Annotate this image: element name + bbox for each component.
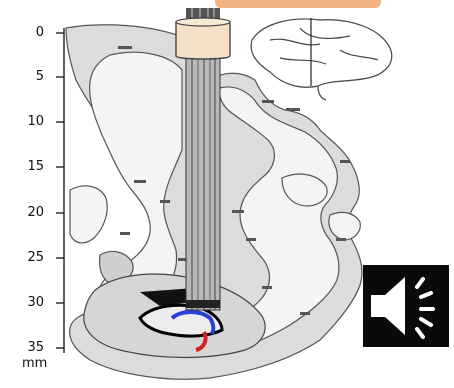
depth-tick-0: 0 <box>4 25 44 40</box>
depth-tick-35: 35 <box>4 340 44 355</box>
depth-tick-25: 25 <box>4 250 44 265</box>
audio-play-button[interactable] <box>363 265 449 347</box>
depth-tick-10: 10 <box>4 114 44 129</box>
electrode-probe <box>186 58 220 310</box>
depth-tick-30: 30 <box>4 295 44 310</box>
speaker-icon <box>363 265 449 347</box>
depth-unit-label: mm <box>22 356 47 371</box>
depth-tick-20: 20 <box>4 205 44 220</box>
depth-tick-15: 15 <box>4 159 44 174</box>
depth-tick-5: 5 <box>4 69 44 84</box>
guide-cylinder <box>176 8 230 59</box>
depth-axis <box>56 28 64 353</box>
brain-lateral-view-icon <box>251 18 392 100</box>
